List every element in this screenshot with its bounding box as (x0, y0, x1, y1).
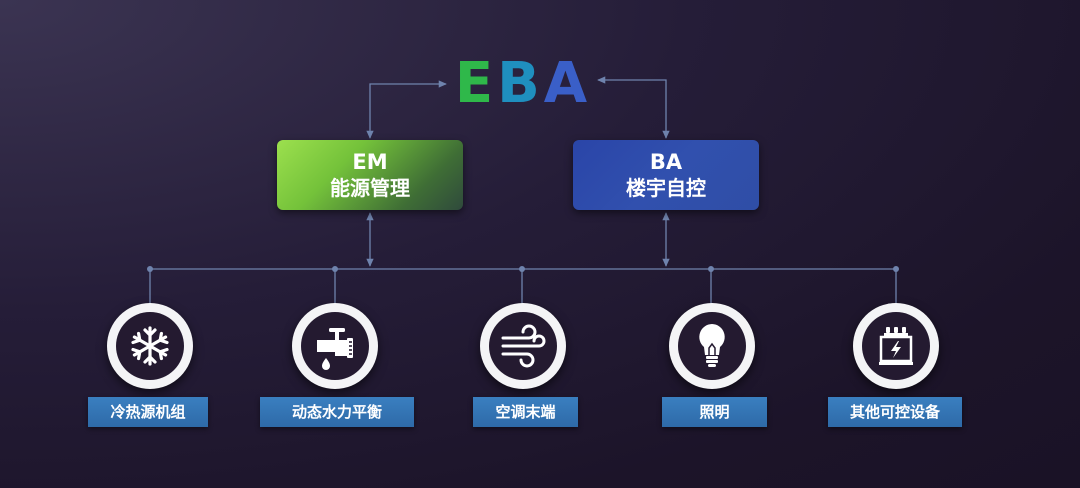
icon-ring (480, 303, 566, 389)
bus-node (147, 266, 153, 272)
device-label: 其他可控设备 (828, 397, 962, 427)
device-label: 动态水力平衡 (260, 397, 414, 427)
device-hydraulic-balance (292, 303, 378, 389)
water-valve-icon (317, 328, 353, 370)
system-name: 楼宇自控 (626, 175, 706, 200)
logo-letter-b: B (497, 51, 544, 116)
device-chiller (107, 303, 193, 389)
icon-ring (669, 303, 755, 389)
device-label: 照明 (662, 397, 767, 427)
em-system-box: EM 能源管理 (277, 140, 463, 210)
system-code: EM (352, 149, 388, 174)
eba-logo: EBA (448, 54, 598, 114)
system-name: 能源管理 (330, 175, 410, 200)
ba-eba-link (597, 76, 670, 139)
logo-letter-a: A (543, 51, 592, 116)
device-label: 冷热源机组 (88, 397, 208, 427)
bus-node (332, 266, 338, 272)
bus-node (893, 266, 899, 272)
icon-ring (107, 303, 193, 389)
light-bulb-icon (699, 324, 725, 367)
em-eba-link (366, 80, 447, 139)
ba-system-box: BA 楼宇自控 (573, 140, 759, 210)
icon-ring (853, 303, 939, 389)
electrical-cabinet-icon (879, 327, 913, 365)
system-code: BA (649, 149, 683, 174)
device-other-controllable (853, 303, 939, 389)
bus-node (519, 266, 525, 272)
device-label: 空调末端 (473, 397, 578, 427)
wind-icon (501, 324, 546, 368)
device-lighting (669, 303, 755, 389)
bus-node (708, 266, 714, 272)
logo-letter-e: E (454, 51, 498, 116)
icon-ring (292, 303, 378, 389)
device-ac-terminal (480, 303, 566, 389)
snowflake-icon (131, 326, 169, 366)
